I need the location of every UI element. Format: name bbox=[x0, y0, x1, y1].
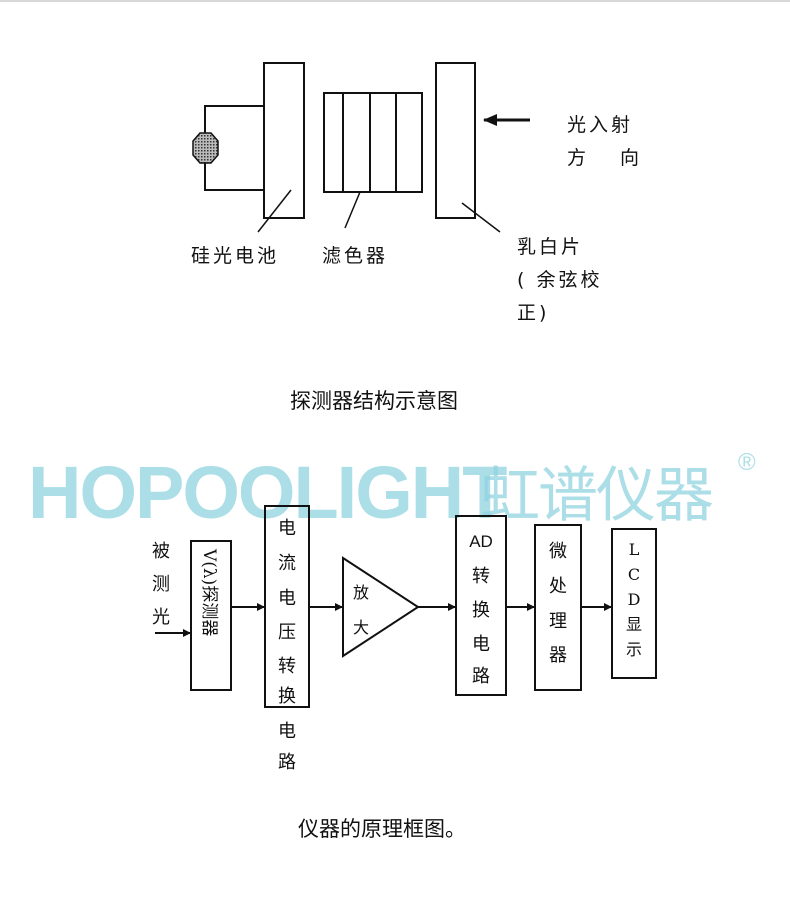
block-char: 示 bbox=[626, 640, 642, 659]
label-diffuser: ( 余弦校 bbox=[517, 269, 602, 291]
sensor-icon bbox=[192, 132, 219, 164]
wire bbox=[204, 105, 264, 135]
adc-label: AD 转 换 电 路 bbox=[469, 532, 493, 687]
top-border bbox=[0, 0, 790, 2]
block-char: 电 bbox=[278, 721, 296, 742]
watermark-logo: HOPOOLIGHT 虹谱仪器 ® bbox=[28, 449, 758, 534]
input-char: 光 bbox=[152, 607, 170, 628]
block-char: 放 bbox=[353, 583, 369, 602]
block-char: 电 bbox=[472, 634, 490, 655]
detector-block bbox=[190, 540, 232, 691]
input-char: 测 bbox=[152, 574, 170, 595]
block-char: 处 bbox=[549, 576, 567, 597]
block-char: C bbox=[628, 565, 640, 584]
mcu-label: 微 处 理 器 bbox=[549, 541, 567, 666]
iv-converter-label: 电 流 电 压 转 换 电 路 bbox=[278, 518, 296, 773]
block-char: AD bbox=[469, 532, 493, 551]
detector-label: V(λ)探测器 bbox=[199, 548, 219, 636]
block-char: 电 bbox=[278, 518, 296, 539]
block-char: 路 bbox=[472, 666, 490, 687]
watermark-chinese: 虹谱仪器 bbox=[480, 462, 713, 529]
block-char: D bbox=[628, 590, 641, 609]
wire bbox=[204, 162, 264, 191]
label-diffuser: 正) bbox=[517, 302, 549, 324]
label-incident: 光入射 bbox=[567, 114, 633, 136]
leader-line bbox=[257, 189, 292, 233]
leader-line bbox=[344, 191, 361, 229]
block-char: 路 bbox=[278, 752, 296, 773]
amplifier-label: 放 大 bbox=[353, 583, 369, 637]
leader-line bbox=[461, 202, 501, 233]
block-char: 器 bbox=[549, 645, 567, 666]
caption-structure: 探测器结构示意图 bbox=[290, 389, 458, 413]
lcd-block bbox=[611, 528, 657, 679]
input-label: 被 测 光 bbox=[152, 541, 170, 628]
watermark-brand: HOPOOLIGHT bbox=[28, 451, 507, 534]
watermark-reg: ® bbox=[738, 449, 756, 476]
block-char: 换 bbox=[278, 686, 296, 707]
label-cell: 硅光电池 bbox=[191, 245, 279, 267]
block-char: 电 bbox=[278, 588, 296, 609]
structure-diagram bbox=[192, 62, 530, 233]
block-char: L bbox=[629, 540, 640, 559]
block-char: 压 bbox=[278, 622, 296, 643]
adc-block bbox=[455, 515, 507, 696]
block-char: 换 bbox=[472, 600, 490, 621]
block-diagram bbox=[155, 505, 657, 708]
silicon-cell bbox=[263, 62, 305, 219]
block-char: 转 bbox=[278, 656, 296, 677]
block-char: 理 bbox=[549, 611, 567, 632]
caption-block: 仪器的原理框图。 bbox=[298, 817, 466, 841]
color-filter bbox=[323, 92, 423, 193]
input-char: 被 bbox=[152, 541, 170, 562]
lcd-label: L C D 显 示 bbox=[626, 540, 642, 659]
block-char: 流 bbox=[278, 553, 296, 574]
block-char: 大 bbox=[353, 618, 369, 637]
block-char: 转 bbox=[472, 566, 490, 587]
label-filter: 滤色器 bbox=[322, 245, 388, 267]
label-incident: 方 向 bbox=[567, 147, 642, 169]
amplifier-triangle bbox=[342, 556, 420, 658]
diffuser bbox=[435, 62, 476, 219]
block-char: 显 bbox=[626, 615, 642, 634]
label-diffuser: 乳白片 bbox=[517, 236, 583, 258]
block-char: 微 bbox=[549, 541, 567, 562]
